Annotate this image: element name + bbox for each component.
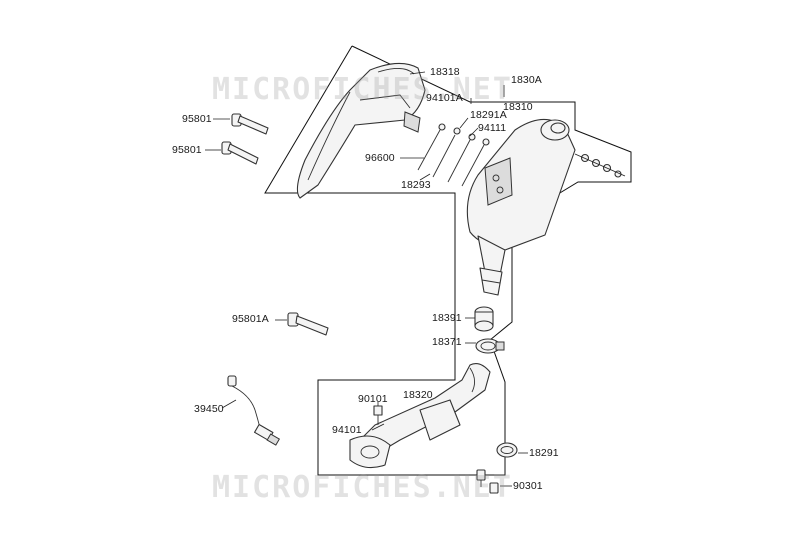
label-18320: 18320 xyxy=(403,389,433,401)
oxygen-sensor xyxy=(227,375,281,446)
mounting-bolts-set xyxy=(417,123,490,187)
clamp-18371 xyxy=(475,338,505,354)
label-95801A: 95801A xyxy=(232,313,269,325)
section-frame xyxy=(264,45,632,476)
bolt-95801-lower xyxy=(221,141,259,165)
label-18318: 18318 xyxy=(430,66,460,78)
hardware-washers-right xyxy=(574,153,626,178)
bolt-95801-upper xyxy=(231,113,269,135)
bolt-95801A xyxy=(287,312,329,336)
leader-lines xyxy=(205,71,528,487)
watermark-bottom: MICROFICHES.NET xyxy=(212,470,513,505)
ring-18291 xyxy=(496,442,518,458)
label-18371: 18371 xyxy=(432,336,462,348)
nuts-90301 xyxy=(476,469,499,494)
label-94101A: 94101A xyxy=(426,92,463,104)
heat-shield xyxy=(296,62,426,199)
label-95801-upper: 95801 xyxy=(182,113,212,125)
label-94111: 94111 xyxy=(478,122,507,134)
label-95801-lower: 95801 xyxy=(172,144,202,156)
label-90101: 90101 xyxy=(358,393,388,405)
exhaust-pipe xyxy=(349,363,491,469)
label-18293: 18293 xyxy=(401,179,431,191)
label-94101: 94101 xyxy=(332,424,362,436)
label-96600: 96600 xyxy=(365,152,395,164)
label-90301: 90301 xyxy=(513,480,543,492)
gasket-18391 xyxy=(474,306,494,332)
label-18391: 18391 xyxy=(432,312,462,324)
label-18291A: 18291A xyxy=(470,109,507,121)
label-1830A: 1830A xyxy=(511,74,542,86)
label-18310: 18310 xyxy=(503,101,533,113)
label-18291: 18291 xyxy=(529,447,559,459)
label-39450: 39450 xyxy=(194,403,224,415)
muffler xyxy=(466,118,576,296)
watermark-top: MICROFICHES.NET xyxy=(212,72,513,107)
